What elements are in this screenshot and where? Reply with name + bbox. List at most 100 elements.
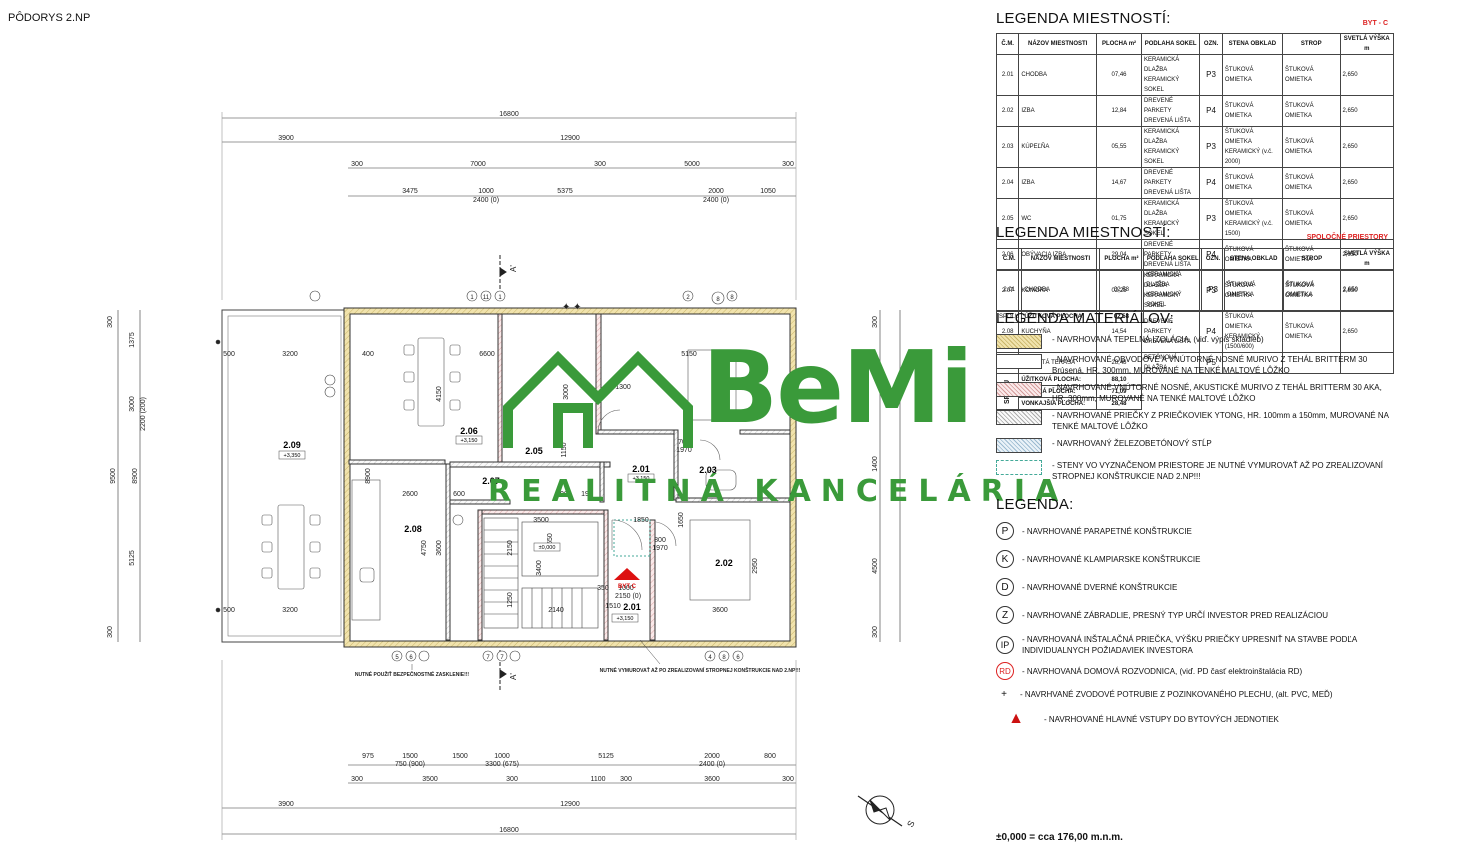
stair-level: ±0,000 (539, 545, 556, 551)
material-item: - NAVRHOVANÝ ŽELEZOBETÓNOVÝ STĹP (996, 438, 1392, 453)
dim: 1510 (605, 603, 621, 610)
dim: 300 (594, 161, 606, 168)
material-item: - NAVRHOVANÉ OBVODOVÉ A VNÚTORNÉ NOSNÉ M… (996, 354, 1392, 376)
room-labels: 2.09 +3,350 2.06 +3,150 2.05 2.01 +3,150… (278, 426, 733, 623)
cell-wall: ŠTUKOVÁ OMIETKA (1221, 54, 1283, 96)
dim: 1150 (561, 442, 568, 457)
legend-text: - NAVRHOVANÉ KLAMPIARSKE KONŠTRUKCIE (1022, 554, 1201, 564)
dim: 5125 (598, 753, 614, 760)
dim: 2000 (704, 753, 720, 760)
room-2.02: 2.02 (715, 558, 733, 568)
dim: 3000 (129, 396, 136, 412)
totals-label: ÚŽITKOVÁ PLOCHA: (1021, 310, 1100, 323)
dim: 1250 (507, 592, 514, 608)
cell-cm: 2.02 (995, 95, 1020, 127)
cell-floor: DREVENÉ PARKETY DREVENÁ LIŠTA (1140, 167, 1201, 199)
tag: 6 (409, 655, 413, 661)
room-level: +3,150 (617, 616, 634, 622)
legend-materials-title: LEGENDA MATERIÁLOV: (996, 310, 1175, 327)
cell-area: 07,46 (1096, 54, 1142, 96)
cell-ozn: P4 (1199, 95, 1223, 127)
dim: 400 (362, 351, 374, 358)
dimension-texts: 16800 3900 12900 300 7000 300 5000 300 3… (278, 111, 794, 834)
dim: 1000 (494, 753, 510, 760)
cell-wall: ŠTUKOVÁ OMIETKA KERAMICKÝ (v.č. 2000) (1221, 126, 1283, 168)
dim: 300 (107, 316, 114, 328)
legend-rooms-title: LEGENDA MIESTNOSTÍ: (996, 10, 1171, 27)
dim: 7000 (470, 161, 486, 168)
annotation-tag-numbers: 11 1 1 2 8 8 5 6 7 7 8 4 6 (395, 295, 740, 661)
tag: 2 (686, 295, 690, 301)
col-ozn: OZN. (1201, 248, 1225, 270)
dim: 2150 (0) (615, 593, 641, 600)
cell-floor: KERAMICKÁ DLAŽBA KERAMICKÝ SOKEL (1140, 126, 1201, 168)
room-2.07: 2.07 (482, 476, 500, 486)
cell-height (1339, 352, 1395, 374)
col-name: NÁZOV MIESTNOSTI (1021, 248, 1100, 270)
legend-rooms-tag: BYT - C (1362, 20, 1388, 27)
cell-height: 2,650 (1339, 269, 1395, 311)
tag: 6 (736, 655, 740, 661)
col-area: PLOCHA m² (1096, 33, 1142, 55)
cell-height: 2,650 (1339, 167, 1395, 199)
legend-symbol-icon: K (996, 550, 1014, 568)
dim: 300 (872, 316, 879, 328)
terrace-outline (221, 309, 348, 643)
dim-top-overall: 16800 (499, 111, 519, 118)
cell-ozn: P5 (1199, 352, 1223, 374)
dim: 1650 (678, 512, 685, 528)
tag: 8 (722, 655, 726, 661)
room-level: +3,150 (461, 438, 478, 444)
dim: 3600 (436, 540, 443, 556)
dim: 4750 (421, 540, 428, 556)
dim: 975 (362, 753, 374, 760)
legend-text: - NAVRHOVANÉ HLAVNÉ VSTUPY DO BYTOVÝCH J… (1044, 714, 1279, 724)
dim: 5150 (681, 351, 697, 358)
cell-ceiling: ŠTUKOVÁ OMIETKA (1281, 54, 1341, 96)
material-text: - NAVRHOVANÉ PRIEČKY Z PRIEČKOVIEK YTONG… (1052, 411, 1389, 431)
cell-ozn: P4 (1199, 167, 1223, 199)
dim: 300 (351, 776, 363, 783)
material-item: - NAVRHOVANÉ PRIEČKY Z PRIEČKOVIEK YTONG… (996, 410, 1392, 432)
dim: 3200 (282, 607, 298, 614)
totals-value: 28,48 (1096, 397, 1142, 410)
legend-common: LEGENDA MIESTNOSTÍ: SPOLOČNÉ PRIESTORY (996, 224, 1396, 241)
dim: 3900 (278, 801, 294, 808)
col-area: PLOCHA m² (1098, 248, 1145, 270)
tag: 7 (500, 655, 504, 661)
cell-floor: DREVENÉ PARKETY DREVENÁ LIŠTA (1140, 95, 1201, 127)
staircase (483, 517, 599, 629)
dim: 500 (223, 607, 235, 614)
dim: 2150 (507, 540, 514, 556)
legend-item: +- NAVRHVANÉ ZVODOVÉ POTRUBIE Z POZINKOV… (996, 686, 1380, 702)
cell-name: IZBA (1018, 95, 1098, 127)
material-swatch-icon (996, 410, 1042, 425)
room-2.03: 2.03 (699, 465, 717, 475)
col-height: SVETLÁ VÝŠKA m (1339, 33, 1395, 55)
col-ozn: OZN. (1199, 33, 1223, 55)
dim: 1100 (590, 776, 605, 783)
col-cm: Č.M. (995, 33, 1020, 55)
legend-text: - NAVRHVANÉ ZVODOVÉ POTRUBIE Z POZINKOVA… (1020, 689, 1333, 699)
dim: 1400 (872, 456, 879, 472)
inner-dimensions: 3200 3200 500 500 400 6600 5150 2600 600… (223, 351, 759, 614)
material-text: - NAVRHOVANÁ TEPELNÁ IZOLÁCIA, (viď. výp… (1052, 335, 1264, 344)
cell-wall: ŠTUKOVÁ OMIETKA KERAMICKÝ (1500/600) (1221, 311, 1283, 353)
dim: 1300 (615, 384, 631, 391)
dim: 9500 (110, 468, 117, 484)
material-text: - NAVRHOVANÉ OBVODOVÉ A VNÚTORNÉ NOSNÉ M… (1052, 355, 1368, 375)
north-arrow-icon: S (857, 795, 917, 829)
dim: 5000 (684, 161, 700, 168)
material-text: - STENY VO VYZNAČENOM PRIESTORE JE NUTNÉ… (1052, 461, 1384, 481)
cell-wall: ŠTUKOVÁ OMIETKA (1221, 95, 1283, 127)
cell-wall: ŠTUKOVÁ OMIETKA (1223, 269, 1284, 311)
cell-height: 2,650 (1339, 126, 1395, 168)
col-ceiling: STROP (1281, 33, 1341, 55)
legend-title: LEGENDA: (996, 496, 1074, 513)
cell-ceiling: ŠTUKOVÁ OMIETKA (1282, 269, 1341, 311)
cell-ceiling: ŠTUKOVÁ OMIETKA (1281, 198, 1341, 240)
cell-ozn: P3 (1201, 269, 1225, 311)
